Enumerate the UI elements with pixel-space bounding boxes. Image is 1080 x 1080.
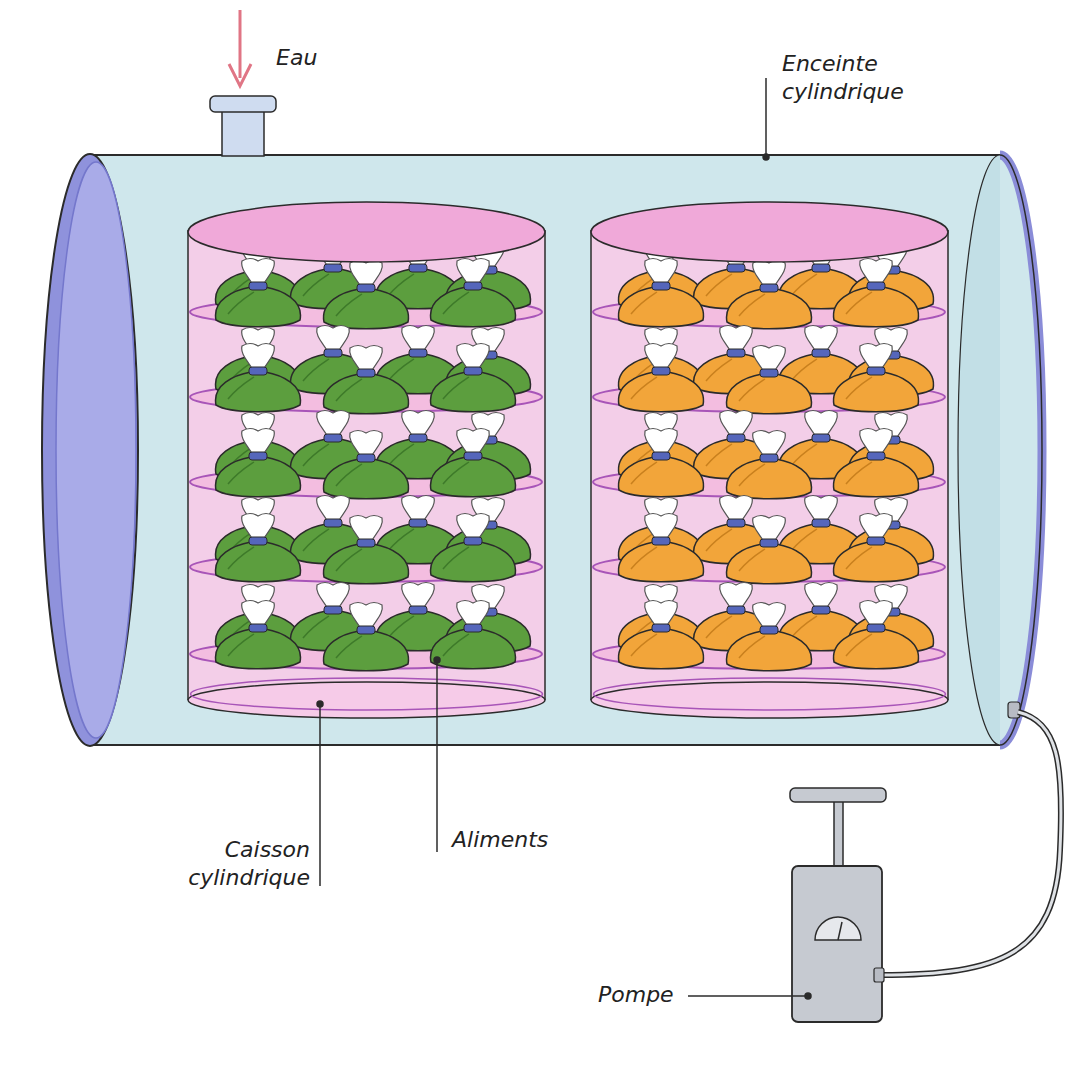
caisson-body	[591, 230, 948, 700]
caisson-edge	[947, 230, 949, 700]
caisson-bottom-rim	[191, 678, 543, 710]
part-label: Eau	[276, 44, 366, 72]
pump	[790, 788, 886, 1022]
caisson-edge	[544, 230, 546, 700]
enclosure-edge	[90, 744, 1000, 746]
enclosure-cap	[42, 154, 138, 746]
enclosure-end	[958, 155, 1000, 745]
shelf	[593, 583, 945, 671]
shelf	[593, 326, 945, 414]
caisson-edge	[187, 230, 189, 700]
part-label: Enceinte cylindrique	[782, 50, 932, 106]
shelf	[593, 411, 945, 499]
caisson-body	[188, 230, 545, 700]
enclosure-rim	[1000, 155, 1042, 745]
shelf	[190, 496, 542, 584]
caisson	[591, 202, 948, 718]
leader-lines	[317, 78, 811, 999]
shelf	[190, 583, 542, 671]
enclosure-cap-inner	[56, 162, 136, 738]
enclosure	[42, 154, 1042, 746]
water-inlet	[210, 96, 276, 156]
water-arrow	[229, 10, 251, 86]
shelf	[190, 326, 542, 414]
caisson-bottom	[591, 682, 948, 718]
part-label: Pompe	[598, 981, 688, 1009]
caisson-bottom-rim	[594, 678, 946, 710]
part-label: Caisson cylindrique	[146, 836, 310, 892]
caisson-bottom	[188, 682, 545, 718]
pump-tube	[880, 702, 1061, 975]
caisson-edge	[590, 230, 592, 700]
shelf	[593, 496, 945, 584]
enclosure-body	[90, 155, 1000, 745]
part-label: Aliments	[452, 826, 602, 854]
shelf	[190, 411, 542, 499]
caisson-top	[591, 202, 948, 262]
enclosure-rim-outline	[1000, 155, 1042, 745]
caisson	[188, 202, 545, 718]
caisson-top	[188, 202, 545, 262]
